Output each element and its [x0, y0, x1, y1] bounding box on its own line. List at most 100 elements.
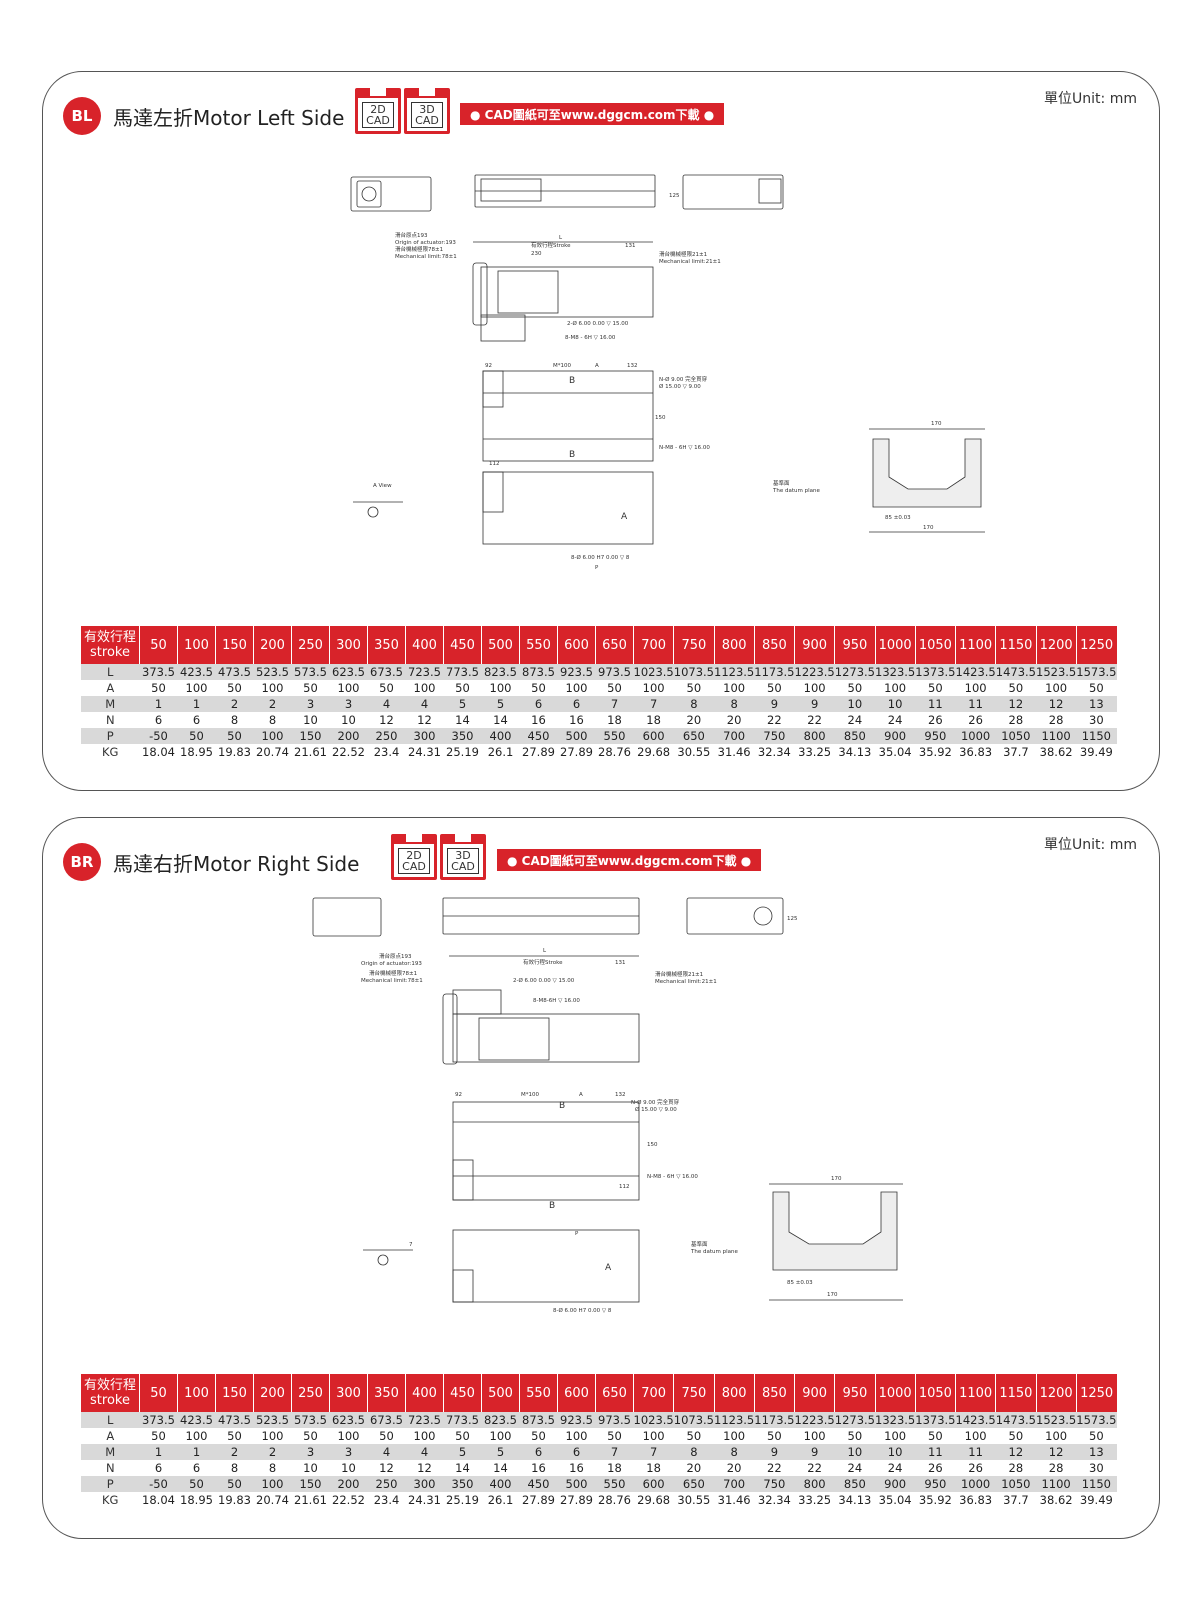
table-cell: 650 [673, 728, 714, 744]
row-label: KG [81, 1492, 140, 1508]
datum-label: 基準面 [691, 1240, 708, 1248]
table-cell: 973.5 [595, 664, 634, 680]
table-cell: 35.92 [915, 744, 956, 760]
table-cell: 100 [253, 680, 292, 696]
table-cell: 100 [405, 680, 444, 696]
table-cell: 14 [443, 1460, 482, 1476]
table-cell: 1050 [995, 728, 1036, 744]
table-cell: 9 [794, 1444, 835, 1460]
stroke-cell: 100 [177, 626, 216, 664]
cad-download-banner[interactable]: ● CAD圖紙可至www.dggcm.com下載 ● [460, 103, 725, 125]
table-cell: 37.7 [995, 744, 1036, 760]
table-cell: 12 [367, 712, 406, 728]
table-cell: 27.89 [557, 744, 596, 760]
table-cell: 1 [139, 696, 178, 712]
table-cell: 973.5 [595, 1412, 634, 1428]
table-cell: 9 [794, 696, 835, 712]
stroke-cell: 300 [329, 626, 368, 664]
table-cell: 623.5 [329, 1412, 368, 1428]
table-cell: 50 [215, 1428, 254, 1444]
table-cell: 450 [519, 1476, 558, 1492]
table-cell: 500 [557, 1476, 596, 1492]
table-cell: 18 [633, 1460, 674, 1476]
table-cell: 1273.5 [834, 1412, 875, 1428]
table-cell: 26 [955, 712, 996, 728]
stroke-cell: 1050 [914, 1374, 956, 1412]
table-cell: 24 [875, 1460, 916, 1476]
table-cell: 31.46 [714, 744, 755, 760]
table-cell: 12 [995, 1444, 1036, 1460]
table-cell: 10 [834, 696, 875, 712]
mech-limit-right: 滑台機械極限21±1 [655, 970, 703, 978]
table-cell: 22 [754, 712, 795, 728]
table-cell: 22 [754, 1460, 795, 1476]
table-cell: 50 [595, 1428, 634, 1444]
table-cell: 50 [915, 680, 956, 696]
table-cell: 1373.5 [915, 664, 956, 680]
pin2-callout: 8-Ø 6.00 H7 0.00 ▽ 8 [571, 554, 630, 561]
table-cell: 550 [595, 728, 634, 744]
table-cell: 200 [329, 1476, 368, 1492]
stroke-cell: 750 [673, 626, 714, 664]
table-cell: 24.31 [405, 1492, 444, 1508]
tap-callout: 8-M8 - 6H ▽ 16.00 [565, 335, 616, 341]
row-label: N [81, 1460, 140, 1476]
stroke-cell: 350 [367, 1374, 406, 1412]
stroke-cell: 1250 [1075, 1374, 1117, 1412]
table-cell: 3 [291, 1444, 330, 1460]
datum-label-en: The datum plane [772, 488, 820, 494]
table-cell: 50 [139, 1428, 178, 1444]
table-cell: 4 [367, 1444, 406, 1460]
table-cell: 36.83 [955, 1492, 996, 1508]
dim-150: 150 [655, 415, 666, 421]
cad-download-banner[interactable]: ● CAD圖紙可至www.dggcm.com下載 ● [497, 849, 762, 871]
table-cell: 16 [557, 712, 596, 728]
table-cell: 100 [955, 1428, 996, 1444]
table-cell: 6 [519, 696, 558, 712]
table-cell: 6 [139, 712, 178, 728]
table-cell: 14 [481, 1460, 520, 1476]
table-cell: 100 [794, 1428, 835, 1444]
stroke-cell: 700 [632, 626, 674, 664]
table-cell: 35.04 [875, 744, 916, 760]
table-cell: 50 [139, 680, 178, 696]
stroke-cell: 850 [753, 1374, 795, 1412]
stroke-cell: 550 [519, 1374, 558, 1412]
table-cell: -50 [139, 1476, 178, 1492]
dim-92: 92 [485, 363, 492, 369]
stroke-label: 有效行程Stroke [523, 958, 563, 966]
dim-170-top: 170 [931, 421, 942, 427]
table-cell: 750 [754, 1476, 795, 1492]
table-cell: 6 [557, 1444, 596, 1460]
table-cell: 800 [794, 728, 835, 744]
table-cell: 50 [834, 680, 875, 696]
table-cell: 400 [481, 1476, 520, 1492]
table-cell: 19.83 [215, 1492, 254, 1508]
dim-131: 131 [615, 960, 626, 966]
table-cell: 28.76 [595, 744, 634, 760]
dim-L: L [543, 948, 547, 954]
table-cell: 450 [519, 728, 558, 744]
stroke-cell: 800 [713, 1374, 755, 1412]
row-label: L [81, 664, 140, 680]
stroke-cell: 650 [595, 1374, 634, 1412]
stroke-cell: 1150 [995, 1374, 1036, 1412]
stroke-cell: 250 [291, 626, 330, 664]
dim-132: 132 [615, 1092, 626, 1098]
table-cell: 300 [405, 1476, 444, 1492]
table-cell: 773.5 [443, 664, 482, 680]
counterbore-callout: Ø 15.00 ▽ 9.00 [635, 1106, 677, 1113]
table-cell: 32.34 [754, 744, 795, 760]
row-label: L [81, 1412, 140, 1428]
